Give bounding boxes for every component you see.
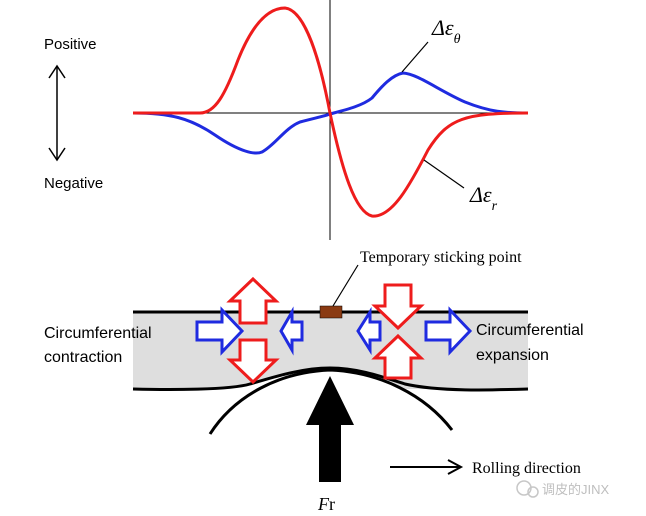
- theta-series-label: Δεθ: [431, 15, 461, 47]
- right-inner-left-arrow: [356, 306, 382, 356]
- right-down-arrow: [371, 283, 425, 331]
- sign-indicator: Positive Negative: [44, 36, 103, 192]
- left-down-arrow: [226, 338, 280, 385]
- watermark-text: 调皮的JINX: [542, 482, 610, 497]
- r-leader-line: [423, 159, 465, 189]
- theta-leader-line: [401, 41, 429, 73]
- expansion-label-line1: Circumferential: [476, 322, 584, 339]
- rolling-direction-arrow-head-icon: [447, 459, 464, 475]
- contraction-label: Circumferential contraction: [44, 325, 156, 366]
- left-inner-left-arrow: [279, 306, 304, 356]
- right-up-arrow: [371, 333, 425, 380]
- strain-plot: Positive Negative Δεθ Δεr: [44, 0, 529, 240]
- contraction-label-line2: contraction: [44, 349, 122, 366]
- expansion-label-line2: expansion: [476, 347, 549, 364]
- rolling-direction-label: Rolling direction: [472, 460, 581, 477]
- down-arrow-head-icon: [48, 147, 66, 162]
- up-arrow-head-icon: [48, 64, 66, 79]
- positive-label: Positive: [44, 36, 97, 53]
- temporary-sticking-point: [319, 305, 343, 319]
- contraction-label-line1: Circumferential: [44, 325, 152, 342]
- left-up-arrow: [226, 276, 280, 325]
- watermark: 调皮的JINX: [516, 480, 610, 498]
- rolling-element-arc: [208, 368, 454, 435]
- ring-bottom-edge: [132, 366, 529, 392]
- left-outer-right-arrow: [195, 306, 245, 356]
- delta-epsilon-r-curve: [133, 6, 529, 218]
- right-outer-right-arrow: [424, 306, 473, 356]
- sticking-point-leader: [332, 264, 359, 307]
- radial-load-label: Fr: [317, 494, 335, 514]
- radial-load-arrow: [306, 376, 354, 482]
- expansion-label: Circumferential expansion: [476, 322, 588, 364]
- r-series-label: Δεr: [469, 182, 498, 214]
- wechat-icon-small: [527, 486, 539, 498]
- bearing-diagram: Temporary sticking point Circumferential…: [44, 249, 588, 514]
- negative-label: Negative: [44, 175, 103, 192]
- sticking-point-label: Temporary sticking point: [360, 249, 522, 266]
